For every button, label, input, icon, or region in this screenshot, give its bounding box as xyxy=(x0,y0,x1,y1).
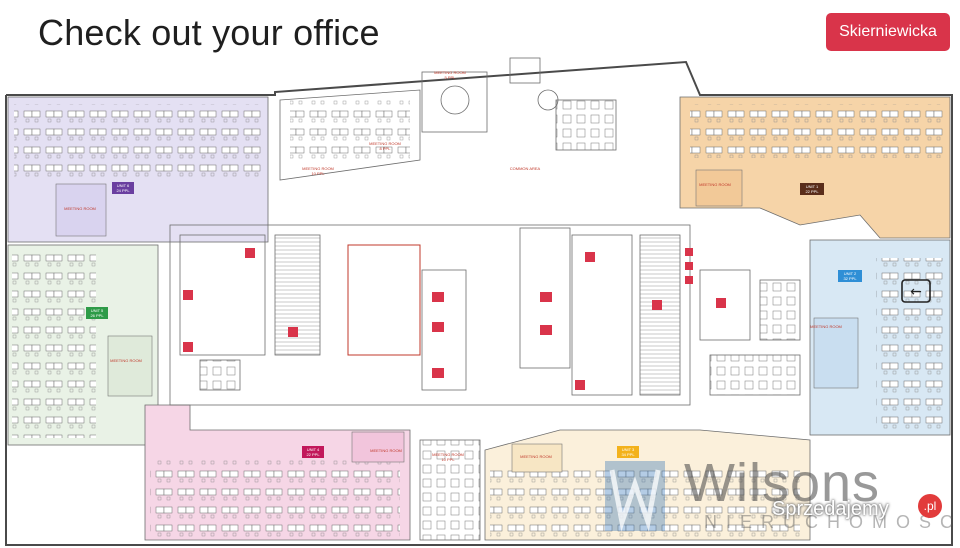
svg-text:24 PPL: 24 PPL xyxy=(116,188,130,193)
meeting-room-unit5-label: MEETING ROOM xyxy=(110,358,142,363)
svg-text:←: ← xyxy=(910,284,922,300)
unit-6-badge: UNIT 6 24 PPL xyxy=(112,182,134,194)
svg-text:UNIT 5: UNIT 5 xyxy=(91,308,104,313)
unit-5-badge: UNIT 5 26 PPL xyxy=(86,307,108,319)
meeting-room-bottom-capacity: 10 PPL xyxy=(441,457,455,462)
watermark-brand: Wilsons xyxy=(684,453,881,513)
meeting-room-unit2-label: MEETING ROOM xyxy=(810,324,842,329)
page-title: Check out your office xyxy=(38,12,380,53)
unit-4-badge: UNIT 4 22 PPL xyxy=(302,446,324,458)
svg-text:UNIT 1: UNIT 1 xyxy=(806,184,819,189)
unit-3-area xyxy=(484,429,811,541)
meeting-room-5-label: MEETING ROOM xyxy=(434,70,466,75)
unit-3-badge: UNIT 3 34 PPL xyxy=(617,446,639,458)
svg-text:UNIT 2: UNIT 2 xyxy=(844,271,857,276)
unit-2-area: ← xyxy=(809,239,951,436)
svg-text:22 PPL: 22 PPL xyxy=(805,189,819,194)
elevator-markers xyxy=(183,248,726,390)
meeting-room-unit6-label: MEETING ROOM xyxy=(64,206,96,211)
svg-text:22 PPL: 22 PPL xyxy=(306,452,320,457)
svg-text:UNIT 3: UNIT 3 xyxy=(622,447,635,452)
wilsons-logo-icon xyxy=(605,461,665,532)
watermark-subtitle: NIERUCHOMOŚCI xyxy=(704,512,960,532)
svg-text:32 PPL: 32 PPL xyxy=(843,276,857,281)
unit-2-badge: UNIT 2 32 PPL xyxy=(838,270,862,282)
watermark-site: Sprzedajemy xyxy=(772,498,889,520)
unit-5-area xyxy=(7,244,159,446)
common-area-label: COMMON AREA xyxy=(510,166,541,171)
meeting-room-unit4-label: MEETING ROOM xyxy=(370,448,402,453)
watermark-tld-badge: .pl xyxy=(918,494,942,518)
meeting-room-10-label: MEETING ROOM xyxy=(302,166,334,171)
meeting-room-10-capacity: 10 PPL xyxy=(311,171,325,176)
building-outline xyxy=(5,60,953,546)
unit-1-area xyxy=(679,96,951,239)
unit-6-area xyxy=(7,96,269,243)
meeting-room-5-capacity: 5 PPL xyxy=(445,75,457,80)
meeting-room-8-label: MEETING ROOM xyxy=(369,141,401,146)
location-button[interactable]: Skierniewicka xyxy=(826,13,950,51)
meeting-room-unit1-label: MEETING ROOM xyxy=(699,182,731,187)
unit-1-badge: UNIT 1 22 PPL xyxy=(800,183,824,195)
top-middle-rooms xyxy=(279,57,617,181)
svg-text:34 PPL: 34 PPL xyxy=(621,452,635,457)
svg-text:UNIT 6: UNIT 6 xyxy=(117,183,130,188)
meeting-room-unit3-label: MEETING ROOM xyxy=(520,454,552,459)
unit-4-area xyxy=(144,404,411,541)
meeting-room-bottom-label: MEETING ROOM xyxy=(432,452,464,457)
svg-text:26 PPL: 26 PPL xyxy=(90,313,104,318)
svg-text:UNIT 4: UNIT 4 xyxy=(307,447,320,452)
meeting-room-8-capacity: 8 PPL xyxy=(380,146,392,151)
